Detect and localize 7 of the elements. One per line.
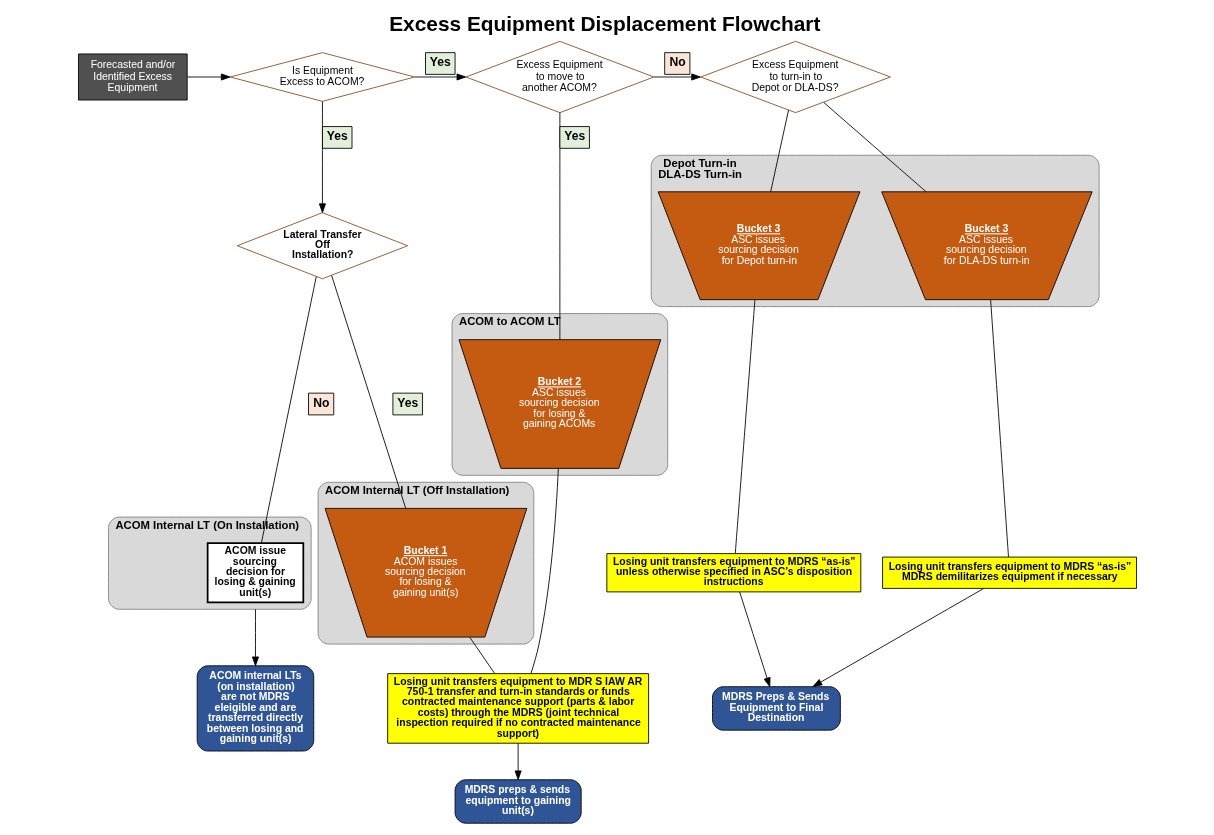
edge-label: Yes — [429, 55, 451, 70]
edge-label: Yes — [396, 395, 418, 410]
edge-label: Yes — [563, 129, 585, 144]
edge-label: No — [668, 55, 686, 70]
edge-label: Yes — [326, 129, 348, 144]
diagram-title: Excess Equipment Displacement Flowchart — [388, 12, 820, 36]
edge-label: No — [312, 395, 330, 410]
